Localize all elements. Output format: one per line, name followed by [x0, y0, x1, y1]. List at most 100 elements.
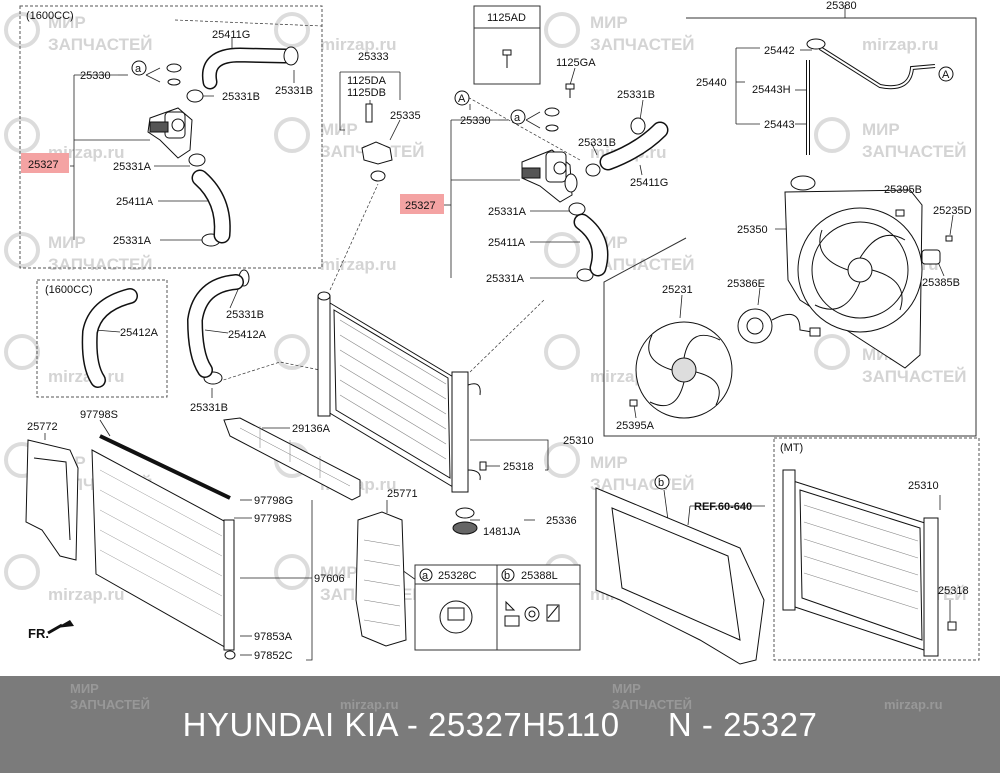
watermark-text: ЗАПЧАСТЕЙ [590, 35, 695, 54]
watermark-text: mirzap.ru [320, 35, 397, 54]
part-label: 25380 [826, 0, 857, 12]
bolt-icon [502, 49, 512, 68]
part-label: 25443H [752, 84, 791, 96]
dashed-connectors [174, 19, 581, 384]
group-box-1600cc-mid [36, 279, 168, 398]
part-motor-25386e [737, 308, 821, 344]
part-label: 25386E [727, 278, 765, 290]
part-label: 1125GA [556, 57, 596, 69]
watermark-text: ЗАПЧАСТЕЙ [862, 142, 967, 161]
legend-key-a: a [422, 570, 429, 582]
legend-part-a: 25328C [438, 570, 477, 582]
part-label: 1125DB [347, 87, 386, 99]
part-label: 97853A [254, 631, 293, 643]
fan-group-frame [603, 17, 977, 437]
part-label: 25331B [617, 89, 655, 101]
part-label: 25318 [938, 585, 969, 597]
kit-box-1125ad: 1125AD [473, 5, 541, 85]
part-label: 25412A [228, 329, 267, 341]
part-label: 25412A [120, 327, 159, 339]
part-label: 25772 [27, 421, 58, 433]
part-label: 97798S [80, 409, 118, 421]
watermark-text: МИР [612, 681, 641, 696]
part-label: 25350 [737, 224, 768, 236]
legend-key-b: b [504, 570, 510, 582]
fr-arrow-icon [47, 620, 74, 635]
highlight-box [400, 194, 444, 214]
watermark-text: mirzap.ru [862, 35, 939, 54]
part-guard-25772 [25, 439, 79, 561]
part-bolt-1125ga [565, 83, 575, 98]
watermark-text: mirzap.ru [340, 697, 399, 712]
fr-label: FR. [28, 626, 49, 641]
watermark-text: mirzap.ru [320, 255, 397, 274]
part-labels: 25411G 25330 25331B 25331B 25327 25331A … [27, 0, 972, 662]
part-label: 25331A [113, 235, 152, 247]
clamp-icon [186, 46, 646, 385]
part-label: 25336 [546, 515, 577, 527]
part-thermostat-25327-mid [521, 149, 578, 203]
watermark-text: МИР [70, 681, 99, 696]
part-label: 25331B [275, 85, 313, 97]
watermark-text: МИР [862, 120, 900, 139]
part-label: 29136A [292, 423, 331, 435]
part-hose-25411a-mid [573, 213, 609, 277]
watermark-text: mirzap.ru [48, 585, 125, 604]
part-hose-25412a-right [186, 274, 244, 378]
part-label: 25442 [764, 45, 795, 57]
watermark-text: МИР [48, 233, 86, 252]
watermark-text: МИР [320, 120, 358, 139]
callout-a: a [514, 112, 521, 124]
footer-bar: МИР ЗАПЧАСТЕЙ mirzap.ru МИР ЗАПЧАСТЕЙ mi… [0, 676, 1000, 773]
part-label: 25331A [486, 273, 525, 285]
group-label: (1600CC) [45, 284, 93, 296]
part-carrier-ref-60-640 [595, 487, 765, 665]
part-hose-25412a-left [81, 288, 138, 388]
callout-b: b [658, 477, 664, 489]
part-label: 25385B [922, 277, 960, 289]
part-label: 25327 [405, 200, 436, 212]
part-air-guard-25771 [355, 511, 407, 647]
part-label: 25318 [503, 461, 534, 473]
part-label: 25310 [908, 480, 939, 492]
ref-label: REF.60-640 [694, 501, 752, 513]
part-deflector-29136a [223, 417, 361, 501]
part-label: 25231 [662, 284, 693, 296]
callout-A: A [942, 69, 950, 81]
part-label: 97606 [314, 573, 345, 585]
watermark-text: ЗАПЧАСТЕЙ [48, 255, 153, 274]
kit-box-label: 1125AD [487, 12, 526, 24]
watermark-text: ЗАПЧАСТЕЙ [590, 475, 695, 494]
part-label: 25335 [390, 110, 421, 122]
part-label: 25771 [387, 488, 418, 500]
part-label: 97798S [254, 513, 292, 525]
warning-label-icon [439, 600, 560, 634]
part-hose-25411a-top [191, 169, 231, 244]
part-label: 97798G [254, 495, 293, 507]
watermark-text: mirzap.ru [884, 697, 943, 712]
part-label: 25411A [116, 196, 154, 208]
watermark-text: ЗАПЧАСТЕЙ [862, 367, 967, 386]
part-cap-25336 [452, 507, 478, 535]
part-label: 25330 [460, 115, 491, 127]
part-label: 25411G [630, 177, 668, 189]
group-label: (1600CC) [26, 10, 74, 22]
group-label: (MT) [780, 442, 803, 454]
watermark-text: МИР [590, 13, 628, 32]
part-label: 25331B [226, 309, 264, 321]
part-label: 25411A [488, 237, 526, 249]
part-label: 25331A [113, 161, 152, 173]
leader-lines [44, 5, 954, 661]
part-label: 25331B [190, 402, 228, 414]
part-condenser-97606 [91, 434, 236, 660]
highlight-box [21, 153, 69, 173]
part-label: 25331A [488, 206, 527, 218]
diagram-svg: МИР ЗАПЧАСТЕЙ mirzap.ru МИР ЗАПЧАСТЕЙ mi… [4, 0, 980, 665]
part-label: 97852C [254, 650, 293, 662]
callout-A: A [458, 93, 466, 105]
watermark-text: МИР [590, 453, 628, 472]
watermark-text: ЗАПЧАСТЕЙ [70, 697, 150, 712]
watermark-text: ЗАПЧАСТЕЙ [48, 35, 153, 54]
part-label: 25440 [696, 77, 727, 89]
group-box-mt [773, 437, 980, 661]
